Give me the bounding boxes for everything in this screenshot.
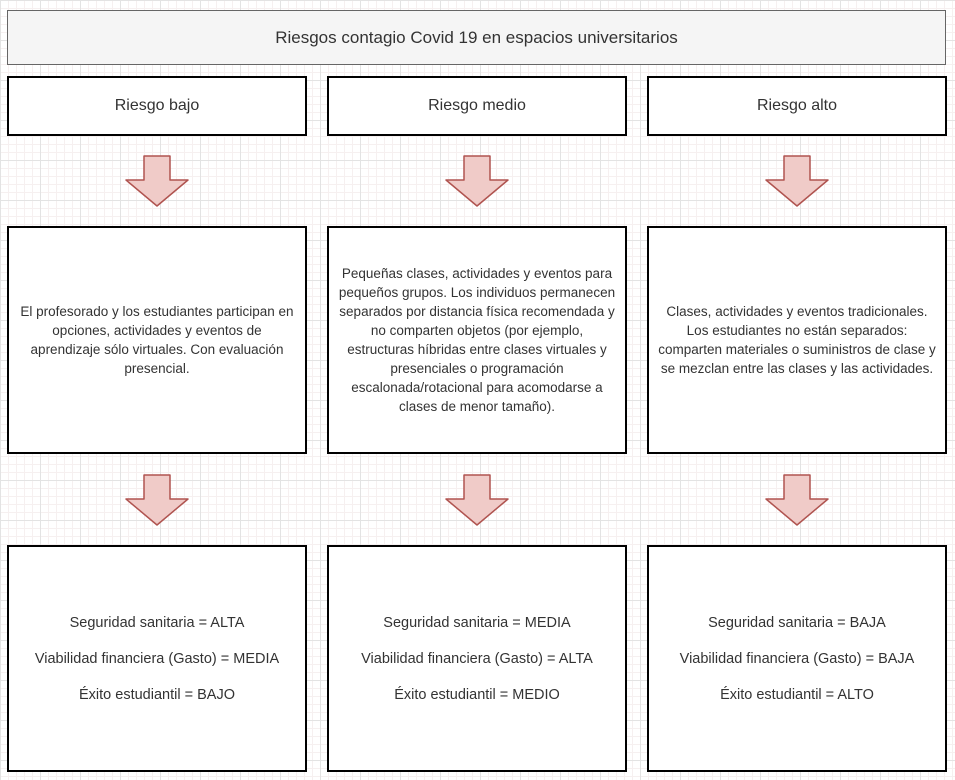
- outcome-line: Éxito estudiantil = ALTO: [720, 686, 874, 703]
- arrow-connector: [327, 454, 627, 545]
- risk-description: El profesorado y los estudiantes partici…: [20, 304, 294, 376]
- diagram-title-box: Riesgos contagio Covid 19 en espacios un…: [7, 10, 946, 65]
- down-arrow-icon: [125, 155, 189, 207]
- outcome-line: Viabilidad financiera (Gasto) = ALTA: [361, 650, 593, 667]
- risk-column-bajo: Riesgo bajo El profesorado y los estudia…: [7, 76, 307, 772]
- risk-description-box-alto: Clases, actividades y eventos tradiciona…: [647, 226, 947, 454]
- down-arrow-icon: [765, 155, 829, 207]
- risk-outcomes-box-alto: Seguridad sanitaria = BAJA Viabilidad fi…: [647, 545, 947, 772]
- outcome-line: Viabilidad financiera (Gasto) = BAJA: [679, 650, 915, 667]
- risk-header-box-medio: Riesgo medio: [327, 76, 627, 136]
- risk-header-box-alto: Riesgo alto: [647, 76, 947, 136]
- outcome-line: Seguridad sanitaria = ALTA: [69, 614, 245, 631]
- risk-outcomes-box-bajo: Seguridad sanitaria = ALTA Viabilidad fi…: [7, 545, 307, 772]
- arrow-connector: [7, 136, 307, 226]
- arrow-connector: [647, 454, 947, 545]
- risk-column-alto: Riesgo alto Clases, actividades y evento…: [647, 76, 947, 772]
- down-arrow-icon: [765, 473, 829, 526]
- arrow-connector: [7, 454, 307, 545]
- risk-description: Clases, actividades y eventos tradiciona…: [658, 304, 936, 376]
- risk-description-box-bajo: El profesorado y los estudiantes partici…: [7, 226, 307, 454]
- diagram-title: Riesgos contagio Covid 19 en espacios un…: [275, 27, 678, 47]
- risk-header-box-bajo: Riesgo bajo: [7, 76, 307, 136]
- risk-description: Pequeñas clases, actividades y eventos p…: [338, 266, 616, 414]
- risk-outcomes-box-medio: Seguridad sanitaria = MEDIA Viabilidad f…: [327, 545, 627, 772]
- risk-header-label: Riesgo medio: [428, 97, 526, 114]
- outcome-line: Seguridad sanitaria = MEDIA: [383, 614, 571, 631]
- arrow-connector: [327, 136, 627, 226]
- outcome-line: Viabilidad financiera (Gasto) = MEDIA: [34, 650, 280, 667]
- down-arrow-icon: [125, 473, 189, 526]
- risk-description-box-medio: Pequeñas clases, actividades y eventos p…: [327, 226, 627, 454]
- risk-header-label: Riesgo bajo: [114, 97, 200, 114]
- outcome-line: Éxito estudiantil = BAJO: [79, 686, 235, 703]
- outcome-line: Seguridad sanitaria = BAJA: [708, 614, 886, 631]
- risk-header-label: Riesgo alto: [756, 97, 838, 114]
- arrow-connector: [647, 136, 947, 226]
- down-arrow-icon: [445, 473, 509, 526]
- risk-column-medio: Riesgo medio Pequeñas clases, actividade…: [327, 76, 627, 772]
- down-arrow-icon: [445, 155, 509, 207]
- outcome-line: Éxito estudiantil = MEDIO: [394, 686, 560, 703]
